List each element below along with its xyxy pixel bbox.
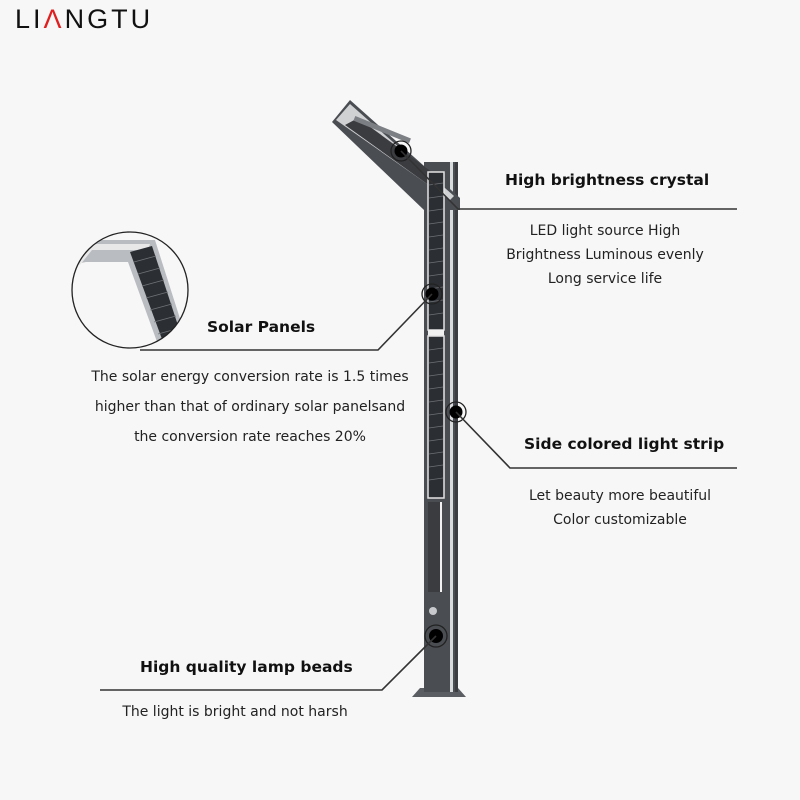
desc-line: the conversion rate reaches 20% bbox=[134, 429, 366, 445]
desc-line: Long service life bbox=[547, 271, 663, 287]
led-strip bbox=[353, 115, 411, 144]
desc-line: higher than that of ordinary solar panel… bbox=[94, 399, 406, 415]
leader-line-crystal bbox=[400, 150, 737, 210]
solar-panel-grid-lower bbox=[428, 347, 444, 481]
solar-panel-lower bbox=[427, 335, 445, 499]
feature-desc-strip: Let beauty more beautiful Color customiz… bbox=[505, 484, 735, 532]
desc-line: Brightness Luminous evenly bbox=[506, 247, 704, 263]
desc-line: LED light source High bbox=[529, 223, 681, 239]
leader-line-beads bbox=[100, 635, 437, 691]
feature-desc-crystal: LED light source High Brightness Luminou… bbox=[490, 219, 720, 291]
feature-desc-solar: The solar energy conversion rate is 1.5 … bbox=[70, 362, 430, 452]
solar-panel-upper bbox=[427, 171, 445, 331]
sensor-icon bbox=[429, 607, 437, 615]
desc-line: The solar energy conversion rate is 1.5 … bbox=[91, 369, 409, 385]
light-slot bbox=[428, 502, 442, 592]
desc-line: The light is bright and not harsh bbox=[122, 704, 348, 720]
desc-line: Let beauty more beautiful bbox=[528, 488, 712, 504]
feature-title-strip: Side colored light strip bbox=[524, 435, 725, 453]
pole-highlight-strip bbox=[450, 162, 453, 692]
feature-desc-beads: The light is bright and not harsh bbox=[100, 700, 370, 724]
brand-logo: LIΛNGTU bbox=[15, 4, 153, 35]
light-slot-glow bbox=[440, 502, 442, 592]
magnifier-ring bbox=[71, 231, 189, 349]
pole-edge bbox=[455, 162, 458, 692]
logo-text-suffix: NGTU bbox=[64, 4, 154, 34]
feature-title-crystal: High brightness crystal bbox=[505, 171, 710, 189]
lamp-head-underside bbox=[345, 118, 440, 186]
leader-line-strip bbox=[455, 411, 737, 469]
panel-divider bbox=[428, 330, 444, 336]
feature-title-solar: Solar Panels bbox=[207, 318, 316, 336]
solar-panel-detail-image bbox=[72, 232, 188, 348]
logo-text-prefix: LI bbox=[15, 4, 44, 34]
logo-accent-a: Λ bbox=[43, 4, 65, 34]
desc-line: Color customizable bbox=[553, 512, 687, 528]
feature-title-beads: High quality lamp beads bbox=[140, 658, 353, 676]
solar-panel-grid-upper bbox=[428, 182, 444, 316]
leader-line-solar bbox=[140, 293, 433, 351]
